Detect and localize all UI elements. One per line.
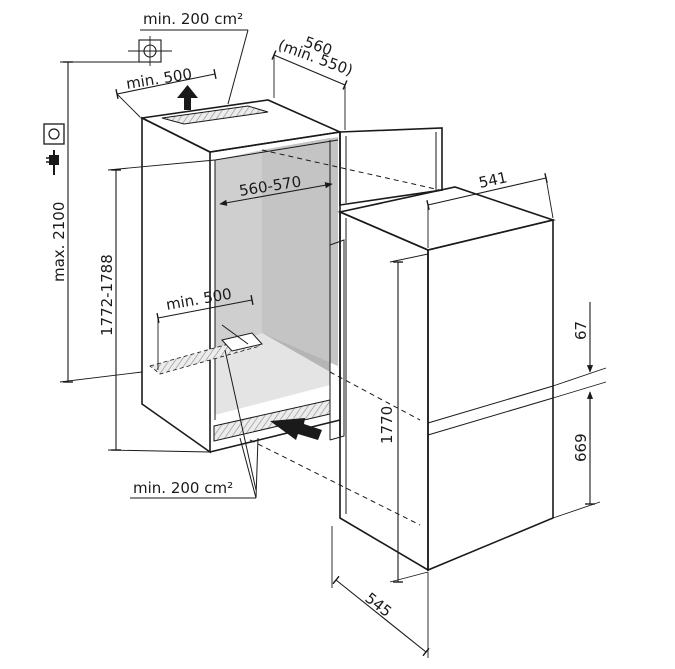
- crosshair-outlet-icon: [128, 36, 172, 66]
- top-vent-slot: [161, 105, 269, 125]
- airflow-in-arrow-icon: [270, 418, 322, 440]
- appliance-front: [427, 218, 554, 572]
- bottom-vent-label: min. 200 cm²: [133, 479, 233, 497]
- niche-height-label: 1772-1788: [98, 254, 116, 336]
- power-plug-icon: [46, 150, 59, 175]
- appliance-height-label: 1770: [378, 406, 396, 444]
- niche-right-wall: [262, 137, 338, 366]
- niche-side-panel: [141, 116, 211, 454]
- appliance: [329, 186, 556, 572]
- top-vent-label: min. 200 cm²: [143, 10, 243, 28]
- niche-floor: [215, 333, 330, 415]
- niche-cabinet: [139, 99, 343, 454]
- power-socket-icon: [43, 123, 65, 145]
- floor-vent-cutout: [221, 332, 263, 352]
- airflow-up-arrow-icon: [177, 85, 198, 110]
- appliance-depth-label: 545: [362, 589, 396, 621]
- appliance-top: [337, 186, 556, 251]
- top-depth-label: min. 500: [125, 65, 193, 93]
- door-gap-label: 67: [572, 321, 590, 340]
- lower-door-label: 669: [572, 433, 590, 462]
- socket-height-label: max. 2100: [50, 202, 68, 282]
- appliance-width-label: 541: [477, 168, 509, 192]
- appliance-side: [339, 210, 429, 572]
